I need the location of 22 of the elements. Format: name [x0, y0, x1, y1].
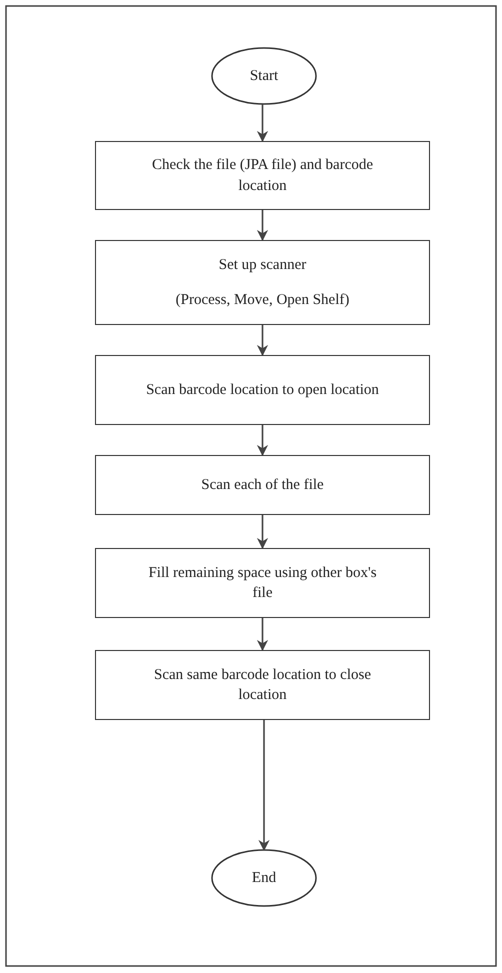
arrow: [256, 515, 268, 550]
node-label: Set up scanner: [218, 256, 306, 276]
process-box: [95, 650, 430, 720]
process-box: [95, 355, 430, 425]
node-label: (Process, Move, Open Shelf): [176, 290, 350, 310]
node-label: Scan barcode location to open location: [146, 380, 379, 400]
node-label: Scan each of the file: [201, 476, 324, 495]
arrow: [258, 720, 270, 852]
arrow: [256, 618, 268, 652]
node-label: Check the file (JPA file) and barcode location: [150, 156, 374, 196]
process-box: [95, 455, 430, 515]
arrow: [256, 104, 268, 142]
process-box: [95, 548, 430, 618]
process-box: [95, 141, 430, 210]
node-label: Fill remaining space using other box's file: [147, 564, 378, 603]
arrow: [256, 425, 268, 456]
node-label: Scan same barcode location to close location: [152, 666, 372, 705]
arrow: [256, 325, 268, 356]
node-label: Start: [250, 66, 278, 86]
arrow: [256, 210, 268, 242]
node-label: End: [252, 868, 276, 888]
process-box: [95, 240, 430, 325]
